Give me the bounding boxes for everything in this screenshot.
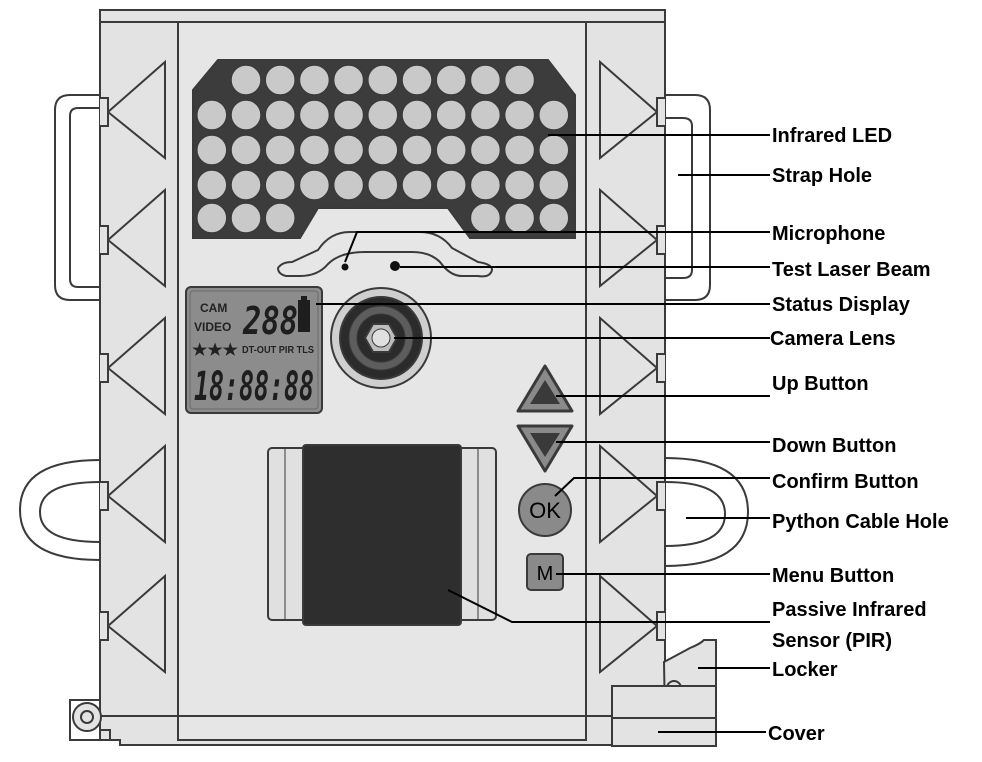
leader-microphone: [344, 231, 770, 263]
infrared-led: [196, 99, 228, 131]
lcd-mode-video: VIDEO: [194, 320, 231, 334]
label-cover: Cover: [768, 723, 825, 745]
menu-button[interactable]: M: [526, 553, 564, 591]
infrared-led: [503, 99, 536, 131]
pir-sensor: [267, 444, 497, 626]
lcd-clock: 18:88:88: [194, 364, 314, 410]
infrared-led: [196, 134, 228, 166]
infrared-led: [298, 134, 331, 166]
infrared-led: [230, 134, 262, 166]
left-strap-loop: [54, 94, 100, 301]
infrared-led: [196, 169, 228, 201]
top-lid: [99, 9, 666, 23]
label-test-laser-beam: Test Laser Beam: [772, 259, 931, 281]
infrared-led: [538, 134, 570, 166]
label-confirm-button: Confirm Button: [772, 471, 919, 493]
ok-label: OK: [529, 498, 561, 523]
infrared-led: [230, 64, 262, 96]
infrared-led: [469, 134, 502, 166]
lcd-counter: 288: [242, 299, 298, 343]
infrared-led: [538, 99, 570, 131]
callout-labels: Infrared LED Strap Hole Microphone Test …: [768, 125, 949, 745]
down-button[interactable]: [516, 424, 574, 473]
infrared-led: [401, 134, 433, 166]
infrared-led: [401, 64, 433, 96]
infrared-led: [401, 99, 433, 131]
python-cable-hole-loop: [664, 457, 750, 567]
infrared-led: [230, 99, 262, 131]
label-infrared-led: Infrared LED: [772, 125, 892, 147]
infrared-led: [435, 64, 467, 96]
infrared-led: [503, 169, 536, 201]
lcd-mode-cam: CAM: [200, 301, 227, 315]
callout-lines: [316, 134, 770, 733]
lcd-indicators: DT-OUT PIR TLS: [242, 345, 314, 356]
leader-confirm-button: [554, 477, 770, 497]
infrared-led: [435, 169, 467, 201]
infrared-led: [230, 169, 262, 201]
confirm-button[interactable]: OK: [518, 483, 572, 537]
infrared-led: [264, 99, 296, 131]
infrared-led-grid: [196, 64, 570, 234]
infrared-led: [367, 99, 399, 131]
leader-pir: [447, 589, 770, 623]
left-grip-fins: [100, 59, 166, 675]
label-python-cable-hole: Python Cable Hole: [772, 511, 949, 533]
infrared-led: [196, 202, 228, 234]
infrared-led: [469, 99, 502, 131]
infrared-led: [435, 99, 467, 131]
infrared-led: [332, 134, 365, 166]
label-menu-button: Menu Button: [772, 565, 894, 587]
infrared-led: [538, 169, 570, 201]
infrared-led: [298, 99, 331, 131]
right-grip-fins: [599, 59, 665, 675]
infrared-led: [298, 169, 331, 201]
label-pir-line2: Sensor (PIR): [772, 630, 892, 652]
microphone-hole: [341, 263, 349, 271]
infrared-led: [469, 169, 502, 201]
status-display: CAM VIDEO 288 ★★★ DT-OUT PIR TLS 18:88:8…: [185, 286, 323, 414]
label-camera-lens: Camera Lens: [770, 328, 896, 350]
infrared-led: [401, 169, 433, 201]
infrared-led: [367, 64, 399, 96]
battery-icon: [298, 300, 310, 332]
infrared-led: [264, 64, 296, 96]
menu-label: M: [537, 563, 554, 585]
label-up-button: Up Button: [772, 373, 869, 395]
infrared-led: [469, 202, 502, 234]
camera-lens: [330, 287, 432, 389]
infrared-led: [332, 169, 365, 201]
infrared-led: [469, 64, 502, 96]
infrared-led: [503, 202, 536, 234]
infrared-led: [503, 64, 536, 96]
label-down-button: Down Button: [772, 435, 896, 457]
infrared-led: [332, 64, 365, 96]
label-microphone: Microphone: [772, 223, 885, 245]
label-pir-line1: Passive Infrared: [772, 599, 927, 621]
label-status-display: Status Display: [772, 294, 911, 316]
infrared-led: [503, 134, 536, 166]
infrared-led: [367, 134, 399, 166]
infrared-led: [298, 64, 331, 96]
locker[interactable]: [611, 639, 717, 719]
lcd-stars: ★★★: [192, 342, 239, 359]
infrared-led: [264, 134, 296, 166]
test-laser-beam: [390, 261, 400, 271]
label-strap-hole: Strap Hole: [772, 165, 872, 187]
infrared-led: [332, 99, 365, 131]
infrared-led: [538, 202, 570, 234]
infrared-led: [264, 169, 296, 201]
infrared-led: [435, 134, 467, 166]
infrared-led: [230, 202, 262, 234]
microphone-housing: [276, 231, 494, 278]
infrared-led: [264, 202, 296, 234]
left-cable-loop: [18, 459, 101, 561]
infrared-led: [367, 169, 399, 201]
label-locker: Locker: [772, 659, 838, 681]
right-strap-loop: [665, 94, 711, 301]
up-button[interactable]: [516, 364, 574, 413]
